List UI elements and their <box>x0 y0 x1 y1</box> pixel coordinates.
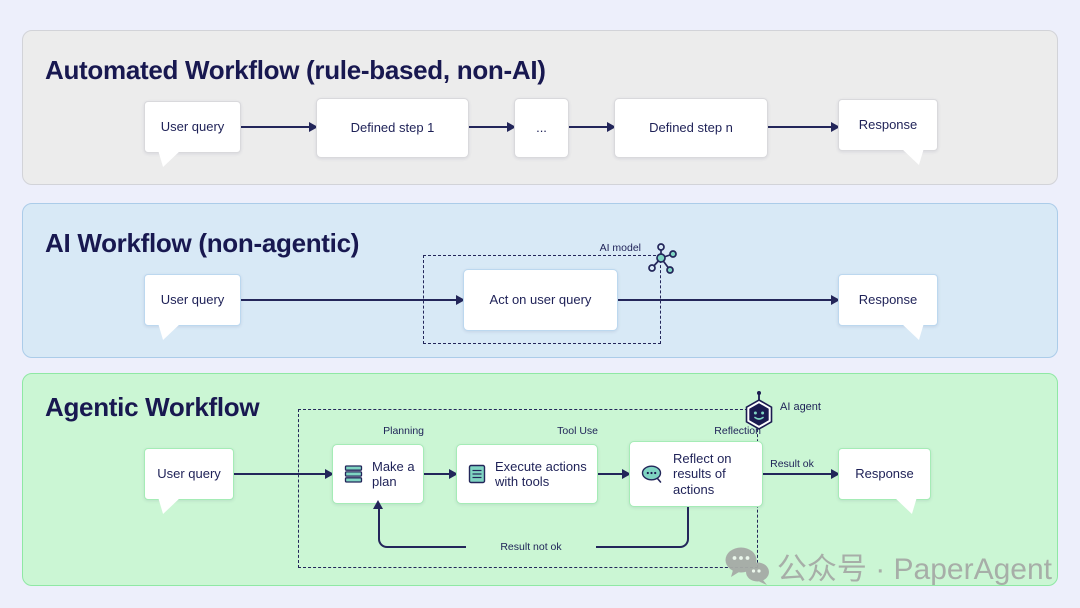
document-icon <box>468 464 486 484</box>
node-defined-step-1: Defined step 1 <box>316 98 469 158</box>
flow-arrow <box>241 122 318 132</box>
node-response: Response <box>838 274 938 340</box>
planning-label: Planning <box>383 425 424 437</box>
flow-arrow <box>569 122 616 132</box>
flow-arrow <box>469 122 516 132</box>
node-label: Response <box>858 292 918 308</box>
panel-agentic-workflow: Agentic Workflow User query AI agent Pla… <box>22 373 1058 586</box>
panel-ai-workflow: AI Workflow (non-agentic) User query AI … <box>22 203 1058 358</box>
result-ok-label: Result ok <box>770 458 814 470</box>
speech-tail <box>158 497 181 514</box>
flow-arrow <box>763 469 840 479</box>
reflection-label: Reflection <box>714 425 761 437</box>
node-user-query: User query <box>144 448 234 514</box>
flow-arrow <box>618 295 840 305</box>
node-label: Response <box>858 117 918 133</box>
node-label: User query <box>157 466 221 482</box>
speech-tail <box>158 323 181 340</box>
node-label: Response <box>855 466 914 482</box>
node-response: Response <box>838 448 931 514</box>
flow-arrow <box>768 122 840 132</box>
panel-title-agentic: Agentic Workflow <box>45 392 260 422</box>
node-label: User query <box>160 292 225 308</box>
node-label: ... <box>536 120 547 136</box>
node-label: Make a plan <box>372 458 415 489</box>
robot-icon <box>741 389 777 431</box>
node-make-a-plan: Make a plan <box>332 444 424 504</box>
node-response: Response <box>838 99 938 165</box>
speech-tail <box>901 148 924 165</box>
flow-arrow <box>241 295 465 305</box>
watermark: 公众号 · PaperAgent <box>723 544 1052 588</box>
flow-arrow <box>234 469 334 479</box>
flow-arrow <box>424 469 458 479</box>
result-not-ok-label: Result not ok <box>466 541 596 553</box>
speech-tail <box>158 150 181 167</box>
node-ellipsis: ... <box>514 98 569 158</box>
speech-tail <box>894 497 917 514</box>
feedback-arrowhead <box>373 500 383 509</box>
node-reflect: Reflect on results of actions <box>629 441 763 507</box>
ai-model-label: AI model <box>599 242 641 254</box>
node-act-on-user-query: Act on user query <box>463 269 618 331</box>
flow-arrow <box>598 469 631 479</box>
panel-title-automated: Automated Workflow (rule-based, non-AI) <box>45 55 546 85</box>
node-defined-step-n: Defined step n <box>614 98 768 158</box>
wechat-icon <box>723 545 771 587</box>
ai-agent-label: AI agent <box>780 401 821 413</box>
thought-bubble-icon <box>641 464 664 484</box>
node-user-query: User query <box>144 274 241 340</box>
panel-title-ai: AI Workflow (non-agentic) <box>45 228 360 258</box>
panel-automated-workflow: Automated Workflow (rule-based, non-AI) … <box>22 30 1058 185</box>
node-label: Defined step n <box>649 120 733 136</box>
watermark-text: 公众号 · PaperAgent <box>776 553 1052 586</box>
node-label: Act on user query <box>489 292 592 308</box>
node-label: Execute actions with tools <box>495 458 587 489</box>
molecule-icon <box>644 242 680 280</box>
list-stack-icon <box>344 465 363 483</box>
tool-use-label: Tool Use <box>557 425 598 437</box>
node-label: User query <box>160 119 225 135</box>
node-execute-actions: Execute actions with tools <box>456 444 598 504</box>
speech-tail <box>901 323 924 340</box>
node-label: Defined step 1 <box>350 120 435 136</box>
node-user-query: User query <box>144 101 241 167</box>
node-label: Reflect on results of actions <box>673 451 732 497</box>
